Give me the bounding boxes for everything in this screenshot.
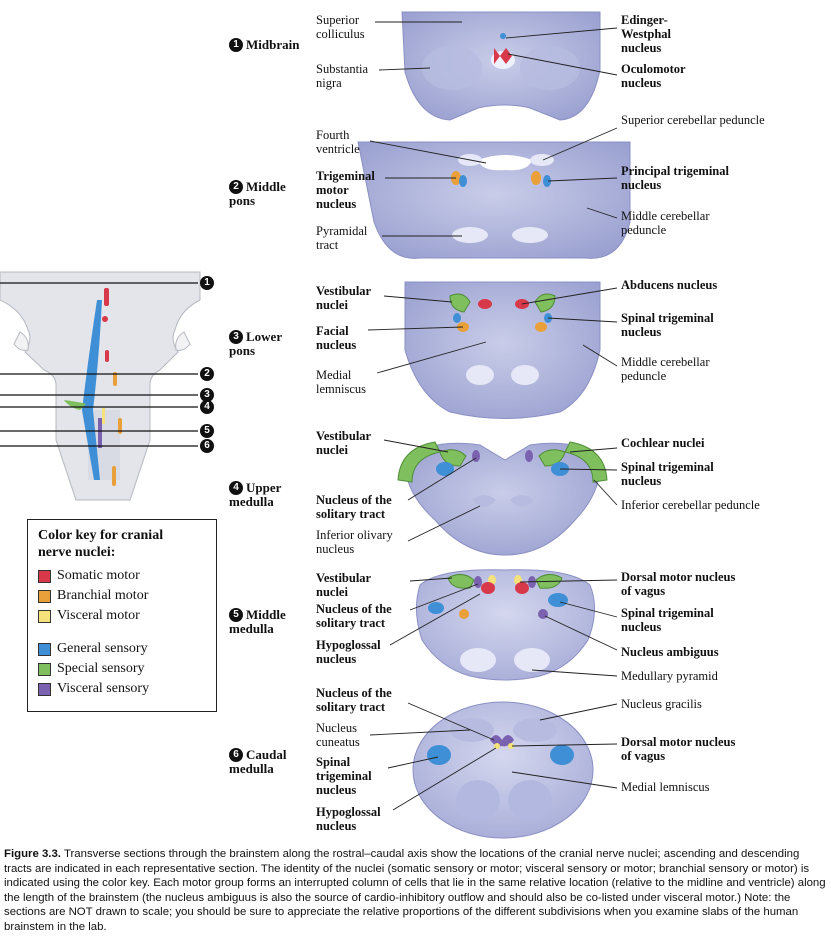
- label-spinal-trigeminal-nucleus-lower-pons: Spinal trigeminal nucleus: [621, 311, 714, 339]
- key-item-visceral-motor: Visceral motor: [38, 608, 140, 624]
- section-number: 1: [229, 38, 243, 52]
- label-medial-lemniscus-lower-pons: Medial lemniscus: [316, 368, 366, 396]
- overview-marker-4: 4: [200, 400, 214, 414]
- upper-medulla-section: [397, 441, 608, 556]
- section-number: 6: [229, 748, 243, 762]
- key-item-somatic-motor: Somatic motor: [38, 568, 140, 584]
- label-superior-colliculus: Superior colliculus: [316, 13, 365, 41]
- label-middle-cerebellar-peduncle-pons: Middle cerebellar peduncle: [621, 209, 710, 237]
- figure-caption: Figure 3.3. Transverse sections through …: [4, 847, 828, 935]
- label-dorsal-motor-nucleus-vagus-caudal-medulla: Dorsal motor nucleus of vagus: [621, 735, 736, 763]
- special-sensory-swatch: [38, 662, 51, 676]
- label-vestibular-nuclei-upper-medulla: Vestibular nuclei: [316, 429, 371, 457]
- visceral-motor-swatch: [38, 609, 51, 623]
- midbrain-section: [401, 11, 601, 121]
- label-nucleus-solitary-tract-upper-medulla: Nucleus of the solitary tract: [316, 493, 392, 521]
- label-vestibular-nuclei-middle-medulla: Vestibular nuclei: [316, 571, 371, 599]
- lower-pons-section: [404, 281, 601, 419]
- label-nucleus-solitary-tract-caudal-medulla: Nucleus of the solitary tract: [316, 686, 392, 714]
- label-spinal-trigeminal-nucleus-caudal-medulla: Spinal trigeminal nucleus: [316, 755, 372, 797]
- label-cochlear-nuclei: Cochlear nuclei: [621, 436, 705, 450]
- label-inferior-cerebellar-peduncle: Inferior cerebellar peduncle: [621, 498, 760, 512]
- overview-marker-5: 5: [200, 424, 214, 438]
- label-nucleus-solitary-tract-middle-medulla: Nucleus of the solitary tract: [316, 602, 392, 630]
- label-facial-nucleus: Facial nucleus: [316, 324, 357, 352]
- visceral-sensory-swatch: [38, 682, 51, 696]
- label-substantia-nigra: Substantia nigra: [316, 62, 369, 90]
- figure-caption-text: Transverse sections through the brainste…: [4, 848, 826, 933]
- brainstem-overview-drawing: [0, 271, 201, 501]
- section-number: 2: [229, 180, 243, 194]
- overview-marker-6: 6: [200, 439, 214, 453]
- label-fourth-ventricle: Fourth ventricle: [316, 128, 360, 156]
- section-number: 4: [229, 481, 243, 495]
- middle-pons-section: [357, 141, 631, 259]
- key-item-special-sensory: Special sensory: [38, 661, 144, 677]
- key-item-general-sensory: General sensory: [38, 641, 148, 657]
- label-inferior-olivary-nucleus: Inferior olivary nucleus: [316, 528, 393, 556]
- label-spinal-trigeminal-nucleus-upper-medulla: Spinal trigeminal nucleus: [621, 460, 714, 488]
- label-nucleus-cuneatus: Nucleus cuneatus: [316, 721, 360, 749]
- label-medullary-pyramid: Medullary pyramid: [621, 669, 718, 683]
- section-number: 5: [229, 608, 243, 622]
- caudal-medulla-section: [412, 701, 594, 839]
- branchial-motor-swatch: [38, 589, 51, 603]
- label-pyramidal-tract: Pyramidal tract: [316, 224, 368, 252]
- color-key-title: Color key for cranial nerve nuclei:: [38, 528, 164, 560]
- label-oculomotor-nucleus: Oculomotor nucleus: [621, 62, 686, 90]
- label-spinal-trigeminal-nucleus-middle-medulla: Spinal trigeminal nucleus: [621, 606, 714, 634]
- label-hypoglossal-nucleus-caudal-medulla: Hypoglossal nucleus: [316, 805, 381, 833]
- label-trigeminal-motor-nucleus: Trigeminal motor nucleus: [316, 169, 375, 211]
- label-middle-cerebellar-peduncle-lower-pons: Middle cerebellar peduncle: [621, 355, 710, 383]
- key-item-visceral-sensory: Visceral sensory: [38, 681, 149, 697]
- label-nucleus-ambiguus: Nucleus ambiguus: [621, 645, 719, 659]
- overview-marker-2: 2: [200, 367, 214, 381]
- label-dorsal-motor-nucleus-vagus-middle-medulla: Dorsal motor nucleus of vagus: [621, 570, 736, 598]
- label-abducens-nucleus: Abducens nucleus: [621, 278, 718, 292]
- overview-marker-1: 1: [200, 276, 214, 290]
- section-number: 3: [229, 330, 243, 344]
- overview-marker-3: 3: [200, 388, 214, 402]
- label-vestibular-nuclei-lower-pons: Vestibular nuclei: [316, 284, 371, 312]
- color-key-legend: Color key for cranial nerve nuclei: Soma…: [27, 519, 217, 712]
- figure-label: Figure 3.3.: [4, 848, 61, 860]
- key-item-branchial-motor: Branchial motor: [38, 588, 148, 604]
- label-hypoglossal-nucleus-middle-medulla: Hypoglossal nucleus: [316, 638, 381, 666]
- somatic-motor-swatch: [38, 569, 51, 583]
- brainstem-sections-figure: [0, 11, 631, 839]
- label-medial-lemniscus-caudal-medulla: Medial lemniscus: [621, 780, 710, 794]
- label-principal-trigeminal-nucleus: Principal trigeminal nucleus: [621, 164, 729, 192]
- middle-medulla-section: [416, 569, 595, 681]
- label-superior-cerebellar-peduncle: Superior cerebellar peduncle: [621, 113, 765, 127]
- label-nucleus-gracilis: Nucleus gracilis: [621, 697, 702, 711]
- leader-lines: [367, 21, 618, 811]
- general-sensory-swatch: [38, 642, 51, 656]
- label-edinger-westphal-nucleus: Edinger-Westphal nucleus: [621, 13, 672, 55]
